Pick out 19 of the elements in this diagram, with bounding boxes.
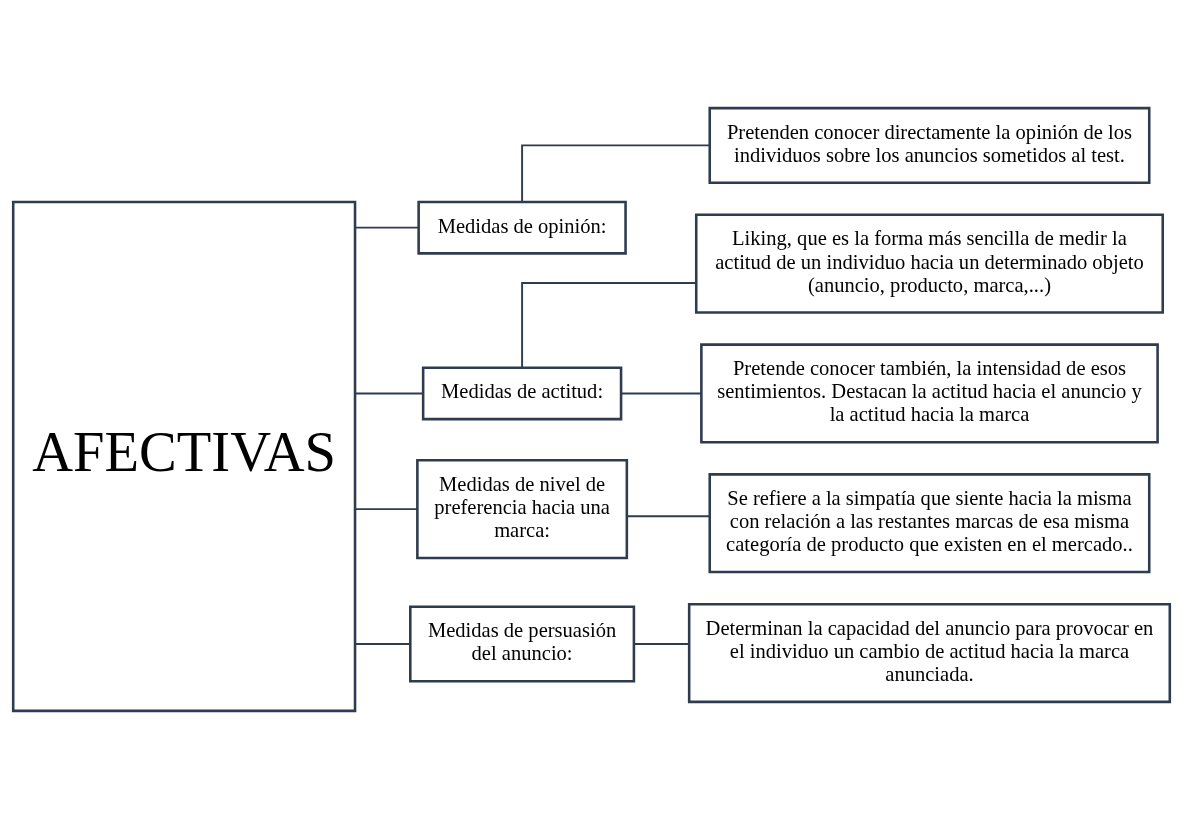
node-box: Se refiere a la simpatía que siente hacia la misma con relación a las restantes marcas de esa misma categoría de producto que existen en el mercado..	[708, 473, 1151, 574]
node-box: Medidas de opinión:	[417, 200, 627, 255]
connector	[354, 508, 418, 511]
connector	[620, 392, 703, 395]
connector	[354, 392, 424, 395]
node-box: Liking, que es la forma más sencilla de medir la actitud de un individuo hacia un determinado objeto (anuncio, producto, marca,...)	[694, 213, 1164, 314]
node-box: Pretenden conocer directamente la opinión de los individuos sobre los anuncios sometidos al test.	[708, 106, 1151, 184]
connector	[626, 515, 711, 518]
connector	[521, 281, 698, 369]
node-box: Medidas de persuasión del anuncio:	[409, 605, 636, 683]
node-box: Determinan la capacidad del anuncio para provocar en el individuo un cambio de actitud hacia la marca anunciada.	[687, 602, 1172, 704]
node-box: Pretende conocer también, la intensidad de esos sentimientos. Destacan la actitud hacia el anuncio y la actitud hacia la marca	[700, 343, 1159, 444]
node-box: AFECTIVAS	[11, 200, 357, 713]
node-box: Medidas de nivel de preferencia hacia una marca:	[416, 458, 629, 560]
connector	[633, 643, 690, 645]
node-box: Medidas de actitud:	[421, 366, 623, 421]
connector	[354, 226, 420, 229]
connector	[354, 643, 412, 645]
connector	[521, 144, 711, 203]
